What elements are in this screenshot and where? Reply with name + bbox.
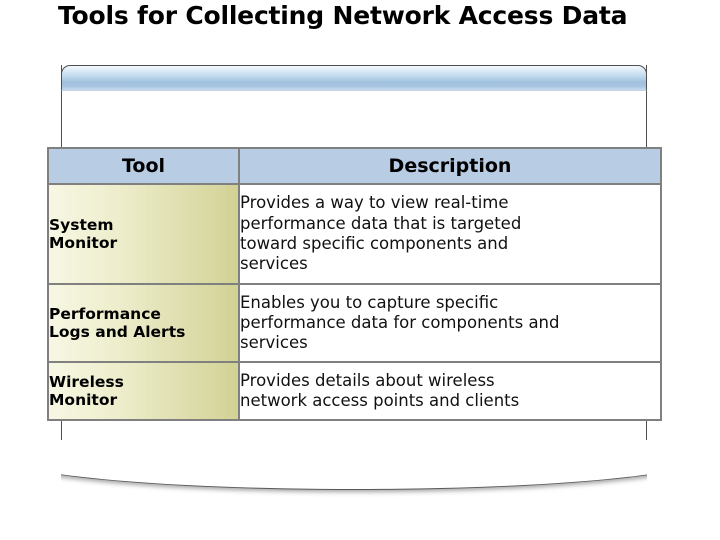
cell-tool-name: Performance Logs and Alerts [47, 283, 240, 363]
table-row: Wireless Monitor Provides details about … [47, 361, 662, 421]
column-header-tool: Tool [47, 147, 240, 185]
table-row: System Monitor Provides a way to view re… [47, 183, 662, 285]
panel-titlebar [61, 65, 647, 91]
cell-tool-description: Provides details about wireless network … [238, 361, 662, 421]
panel-sidewalls [61, 440, 647, 474]
cell-tool-description: Provides a way to view real-time perform… [238, 183, 662, 285]
cell-tool-description: Enables you to capture specific performa… [238, 283, 662, 363]
table-row: Performance Logs and Alerts Enables you … [47, 283, 662, 363]
page-title: Tools for Collecting Network Access Data [58, 1, 628, 30]
cell-tool-name: System Monitor [47, 183, 240, 285]
column-header-description: Description [238, 147, 662, 185]
table-header-row: Tool Description [47, 147, 662, 185]
tools-table: Tool Description System Monitor Provides… [47, 147, 662, 421]
cell-tool-name: Wireless Monitor [47, 361, 240, 421]
